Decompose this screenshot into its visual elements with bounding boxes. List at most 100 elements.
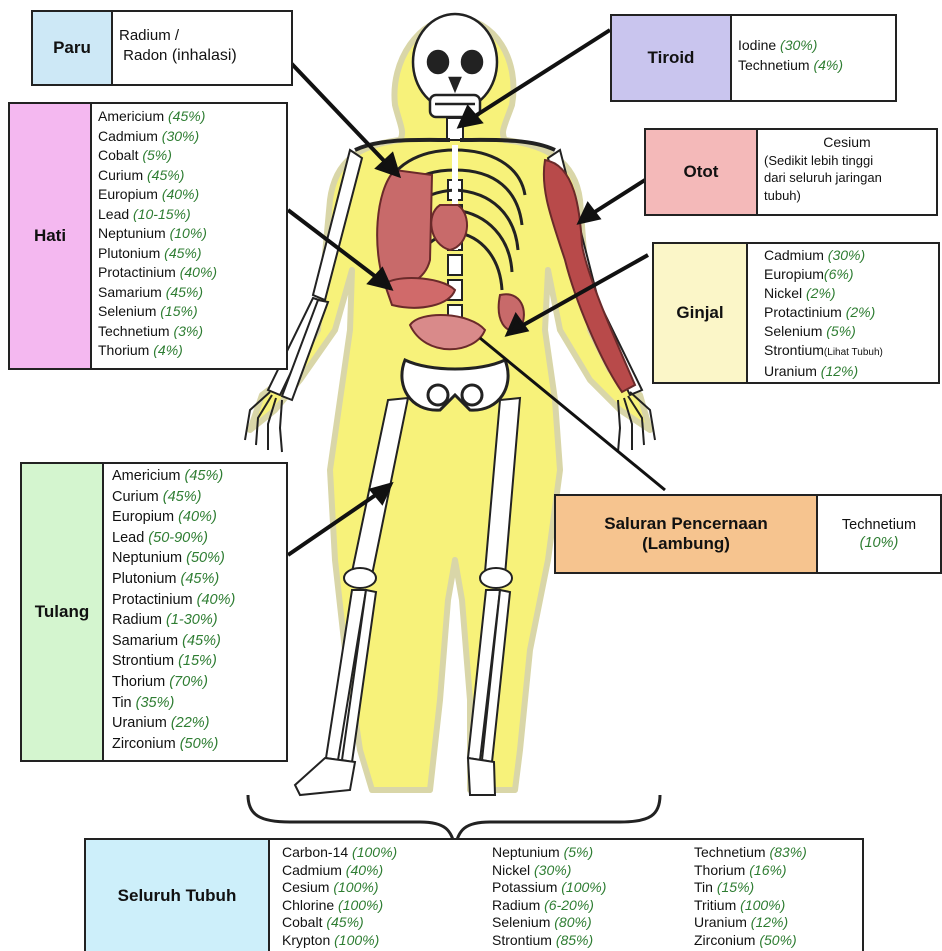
element-percent: (100%): [740, 897, 785, 913]
element-percent: (4%): [813, 57, 843, 73]
saluran-list: Technetium (10%): [816, 494, 942, 574]
hati-list: Americium (45%) Cadmium (30%) Cobalt (5%…: [90, 102, 288, 370]
element-note: (Lihat Tubuh): [824, 347, 883, 358]
element-percent: (45%): [185, 468, 224, 484]
element-name: Samarium: [98, 284, 162, 300]
element-percent: (85%): [556, 932, 593, 948]
element-percent: (12%): [821, 363, 858, 379]
element-percent: (30%): [828, 247, 865, 263]
element-percent: (40%): [197, 592, 236, 608]
element-name: Europium: [112, 509, 174, 525]
element-name: Cesium: [282, 879, 329, 895]
element-percent: (22%): [171, 715, 210, 731]
element-name: Technetium: [694, 844, 766, 860]
arrow-paru: [290, 62, 388, 165]
element-name: Iodine: [738, 37, 776, 53]
tulang-item: Protactinium (40%): [112, 590, 278, 611]
element-name: Strontium: [764, 342, 824, 358]
element-percent: (2%): [846, 304, 876, 320]
tulang-list: Americium (45%) Curium (45%) Europium (4…: [102, 462, 288, 762]
element-name: Samarium: [112, 633, 178, 649]
seluruh-tubuh-label-text: Seluruh Tubuh: [118, 886, 237, 906]
tulang-label-text: Tulang: [35, 602, 89, 622]
otot-label-text: Otot: [684, 162, 719, 182]
hati-label: Hati: [8, 102, 92, 370]
otot-note-line: dari seluruh jaringan: [764, 169, 930, 187]
seluruh-item: Chlorine (100%): [282, 897, 397, 915]
ginjal-label-text: Ginjal: [676, 303, 723, 323]
element-name: Americium: [112, 468, 180, 484]
element-percent: (12%): [751, 914, 788, 930]
element-percent: (1-30%): [166, 612, 218, 628]
element-percent: (5%): [142, 147, 172, 163]
hati-item: Technetium (3%): [98, 322, 280, 342]
element-name: Carbon-14: [282, 844, 348, 860]
seluruh-item: Cobalt (45%): [282, 914, 397, 932]
element-name: Tin: [694, 879, 713, 895]
element-name: Lead: [112, 530, 144, 546]
tulang-item: Thorium (70%): [112, 672, 278, 693]
element-name: Protactinium: [98, 264, 176, 280]
element-name: Potassium: [492, 879, 557, 895]
hati-item: Lead (10-15%): [98, 205, 280, 225]
element-name: Neptunium: [98, 225, 166, 241]
hati-item: Thorium (4%): [98, 341, 280, 361]
ginjal-item: Strontium(Lihat Tubuh): [764, 341, 932, 362]
element-percent: (6-20%): [544, 897, 594, 913]
element-percent: (15%): [178, 653, 217, 669]
otot-note-line: (Sedikit lebih tinggi: [764, 152, 930, 170]
element-name: Strontium: [492, 932, 552, 948]
seluruh-item: Cesium (100%): [282, 879, 397, 897]
seluruh-item: Radium (6-20%): [492, 897, 606, 915]
element-name: Radium: [492, 897, 540, 913]
element-percent: (30%): [534, 862, 571, 878]
tulang-item: Americium (45%): [112, 466, 278, 487]
element-percent: (5%): [564, 844, 594, 860]
element-name: Cobalt: [282, 914, 322, 930]
element-percent: (45%): [164, 245, 201, 261]
element-percent: (80%): [554, 914, 591, 930]
element-percent: (4%): [153, 342, 183, 358]
element-percent: (40%): [162, 186, 199, 202]
tiroid-item: Technetium (4%): [738, 56, 889, 76]
element-name: Radium: [112, 612, 162, 628]
element-name: Nickel: [764, 285, 802, 301]
element-name: Selenium: [764, 323, 822, 339]
element-percent: (50%): [186, 550, 225, 566]
element-name: Europium: [764, 266, 824, 282]
saluran-element: Technetium: [824, 516, 934, 534]
element-name: Thorium: [98, 342, 149, 358]
seluruh-column-3: Technetium (83%) Thorium (16%) Tin (15%)…: [694, 844, 807, 949]
element-name: Thorium: [112, 674, 165, 690]
hati-item: Samarium (45%): [98, 283, 280, 303]
element-percent: (50%): [759, 932, 796, 948]
paru-list: Radium / Radon (inhalasi): [111, 10, 293, 86]
otot-label: Otot: [644, 128, 758, 216]
tiroid-label: Tiroid: [610, 14, 732, 102]
lung-shape: [377, 170, 432, 286]
hati-item: Protactinium (40%): [98, 263, 280, 283]
element-percent: (45%): [147, 167, 184, 183]
paru-note: (inhalasi): [167, 47, 236, 64]
ginjal-item: Europium(6%): [764, 265, 932, 284]
ginjal-label: Ginjal: [652, 242, 748, 384]
element-name: Curium: [98, 167, 143, 183]
saluran-label: Saluran Pencernaan (Lambung): [554, 494, 818, 574]
element-name: Tin: [112, 695, 132, 711]
tiroid-list: Iodine (30%) Technetium (4%): [730, 14, 897, 102]
tulang-item: Samarium (45%): [112, 631, 278, 652]
element-name: Cadmium: [764, 247, 824, 263]
element-percent: (50%): [180, 736, 219, 752]
saluran-label-line2: (Lambung): [642, 534, 730, 554]
element-percent: (2%): [806, 285, 836, 301]
seluruh-item: Carbon-14 (100%): [282, 844, 397, 862]
otot-title: Cesium: [764, 134, 930, 152]
hati-item: Europium (40%): [98, 185, 280, 205]
tulang-item: Uranium (22%): [112, 713, 278, 734]
paru-label: Paru: [31, 10, 113, 86]
element-percent: (40%): [178, 509, 217, 525]
element-name: Protactinium: [764, 304, 842, 320]
element-percent: (100%): [333, 879, 378, 895]
element-percent: (45%): [163, 489, 202, 505]
